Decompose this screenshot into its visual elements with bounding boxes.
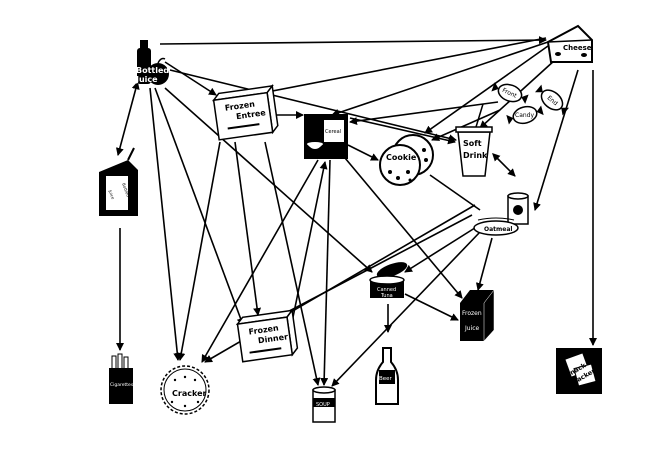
candy-front-icon — [491, 82, 529, 104]
canned-tuna-label-1: Canned — [377, 287, 396, 293]
frozen-dinner-label-1: Frozen — [248, 323, 279, 336]
node-soft-drink: Soft Drink — [455, 103, 493, 177]
cigarettes-label: Cigarettes — [110, 382, 134, 388]
apple-icon — [147, 63, 169, 85]
canned-tuna-lid-icon — [376, 262, 408, 278]
frozen-juice-label-1: Frozen — [462, 310, 482, 317]
cracker-label: Cracker — [172, 389, 206, 398]
edge-cereal-to-cracker — [201, 159, 319, 363]
edge-candy-to-cookie — [431, 109, 501, 141]
edge-bottled-juice-to-cracker — [149, 87, 182, 361]
canned-tuna-label-2: Tuna — [380, 293, 393, 299]
frozen-juice-label-2: Juice — [464, 325, 480, 332]
oatmeal-bowl-icon — [473, 220, 519, 236]
edge-bottled-juice-to-frozen-entree — [164, 61, 217, 96]
juice-box-label-1: Bottled — [121, 182, 131, 198]
node-candy: Front End Candy — [491, 82, 570, 125]
soup-label: SOUP — [316, 402, 330, 408]
node-juice-box: Bottled Juice — [99, 147, 138, 216]
edge-cookie-to-oatmeal — [429, 174, 481, 211]
edge-soft-drink-to-oatmeal — [492, 153, 516, 177]
cookie-label: Cookie — [386, 153, 417, 162]
cereal-label: Cereal — [325, 129, 341, 135]
edge-bottled-juice-to-frozen-dinner — [154, 87, 245, 326]
bottled-juice-label-1: Bottled — [136, 66, 169, 75]
node-frozen-juice: Frozen Juice — [460, 289, 495, 342]
node-cereal: Cereal — [304, 114, 348, 159]
edge-frozen-entree-to-frozen-dinner — [234, 141, 262, 316]
node-cookie: Cookie — [379, 134, 434, 186]
candy-middle-icon — [506, 105, 544, 125]
node-oatmeal: Oatmeal — [473, 192, 529, 236]
node-cheese: Cheese — [546, 24, 593, 63]
edge-oatmeal-to-frozen-juice — [475, 237, 493, 291]
edge-frozen-dinner-to-cereal — [291, 161, 328, 323]
frozen-juice-carton-icon — [460, 303, 484, 341]
canned-tuna-icon — [370, 280, 404, 298]
cookie-icon — [379, 144, 421, 186]
soft-drink-label-2: Drink — [463, 151, 488, 160]
juice-box-label-2: Juice — [107, 188, 115, 200]
edge-frozen-entree-to-soup — [264, 141, 321, 386]
node-frozen-dinner: Frozen Dinner — [235, 308, 299, 363]
node-frozen-entree: Frozen Entree — [211, 84, 279, 141]
oatmeal-label: Oatmeal — [484, 226, 512, 233]
node-bottled-juice: Bottled Juice — [135, 40, 169, 85]
edge-canned-tuna-to-frozen-juice — [404, 293, 459, 321]
edge-cereal-to-soup — [320, 159, 331, 386]
cigarettes-pack-icon — [109, 368, 133, 404]
node-cigarettes: Cigarettes — [109, 353, 134, 404]
edge-cheese-to-cereal — [331, 41, 549, 117]
edge-candy-to-cereal — [349, 101, 499, 126]
juice-box-icon — [106, 176, 128, 210]
edge-bottled-juice-to-cheese — [159, 36, 547, 45]
node-soup: SOUP — [312, 386, 336, 423]
node-snack-cracker: Snack Cracker — [556, 348, 602, 394]
frozen-dinner-label-2: Dinner — [257, 332, 288, 345]
beer-label: Beer — [379, 376, 393, 382]
frozen-dinner-box-icon — [236, 316, 294, 363]
edge-bottled-juice-to-canned-tuna — [164, 87, 373, 273]
edge-cheese-to-cookie — [424, 45, 549, 134]
frozen-entree-label-1: Frozen — [224, 100, 255, 113]
edges — [115, 36, 597, 387]
soft-drink-label-1: Soft — [463, 139, 482, 148]
node-canned-tuna: Canned Tuna — [369, 262, 408, 299]
node-cracker: Cracker — [160, 365, 210, 415]
frozen-entree-label-2: Entree — [236, 108, 267, 121]
edge-cereal-to-cookie — [347, 144, 379, 161]
edge-bottled-juice-to-soft-drink — [169, 69, 457, 143]
candy-middle-label: Candy — [515, 112, 534, 119]
edge-cheese-to-oatmeal — [533, 69, 579, 211]
edge-bottled-juice-to-juice-box — [115, 81, 140, 156]
candy-end-icon — [534, 84, 570, 116]
edge-cheese-to-frozen-entree — [251, 37, 547, 98]
edge-cereal-to-frozen-juice — [344, 157, 463, 299]
edge-oatmeal-to-frozen-dinner — [275, 214, 473, 319]
edge-oatmeal-to-soup — [331, 231, 481, 387]
node-beer: Beer — [375, 347, 399, 405]
edge-oatmeal-to-canned-tuna — [404, 225, 479, 273]
cheese-label: Cheese — [563, 44, 592, 52]
edge-frozen-entree-to-cracker — [177, 141, 221, 361]
bottled-juice-label-2: Juice — [135, 75, 158, 84]
